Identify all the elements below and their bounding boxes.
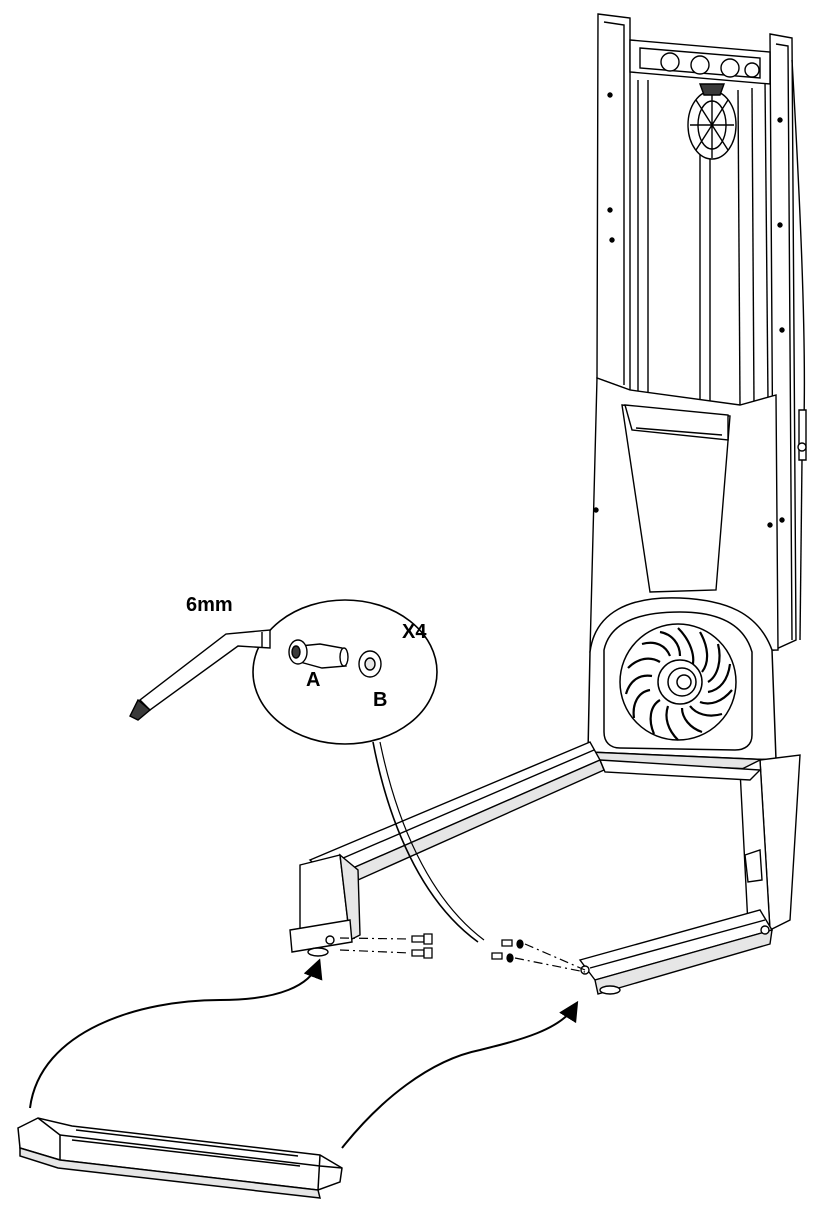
- quantity-label: X4: [402, 621, 427, 643]
- allen-key-icon: [130, 630, 270, 720]
- hardware-callout: [253, 600, 484, 942]
- fan-blades: [626, 628, 732, 740]
- part-a-label: A: [306, 669, 321, 691]
- fan-housing: [588, 598, 776, 770]
- bolt-icons: [412, 934, 523, 962]
- part-b-washer-icon: [359, 651, 381, 677]
- part-b-label: B: [373, 689, 388, 711]
- base-frame: [290, 742, 800, 994]
- tool-size-label: 6mm: [186, 594, 233, 616]
- cable-handle-icon: [688, 84, 736, 159]
- front-foot-bar: [18, 1118, 342, 1198]
- movement-arrows: [30, 958, 579, 1148]
- part-a-spacer-icon: [289, 640, 348, 668]
- alignment-lines: [340, 938, 585, 972]
- tower-shroud: [590, 378, 778, 652]
